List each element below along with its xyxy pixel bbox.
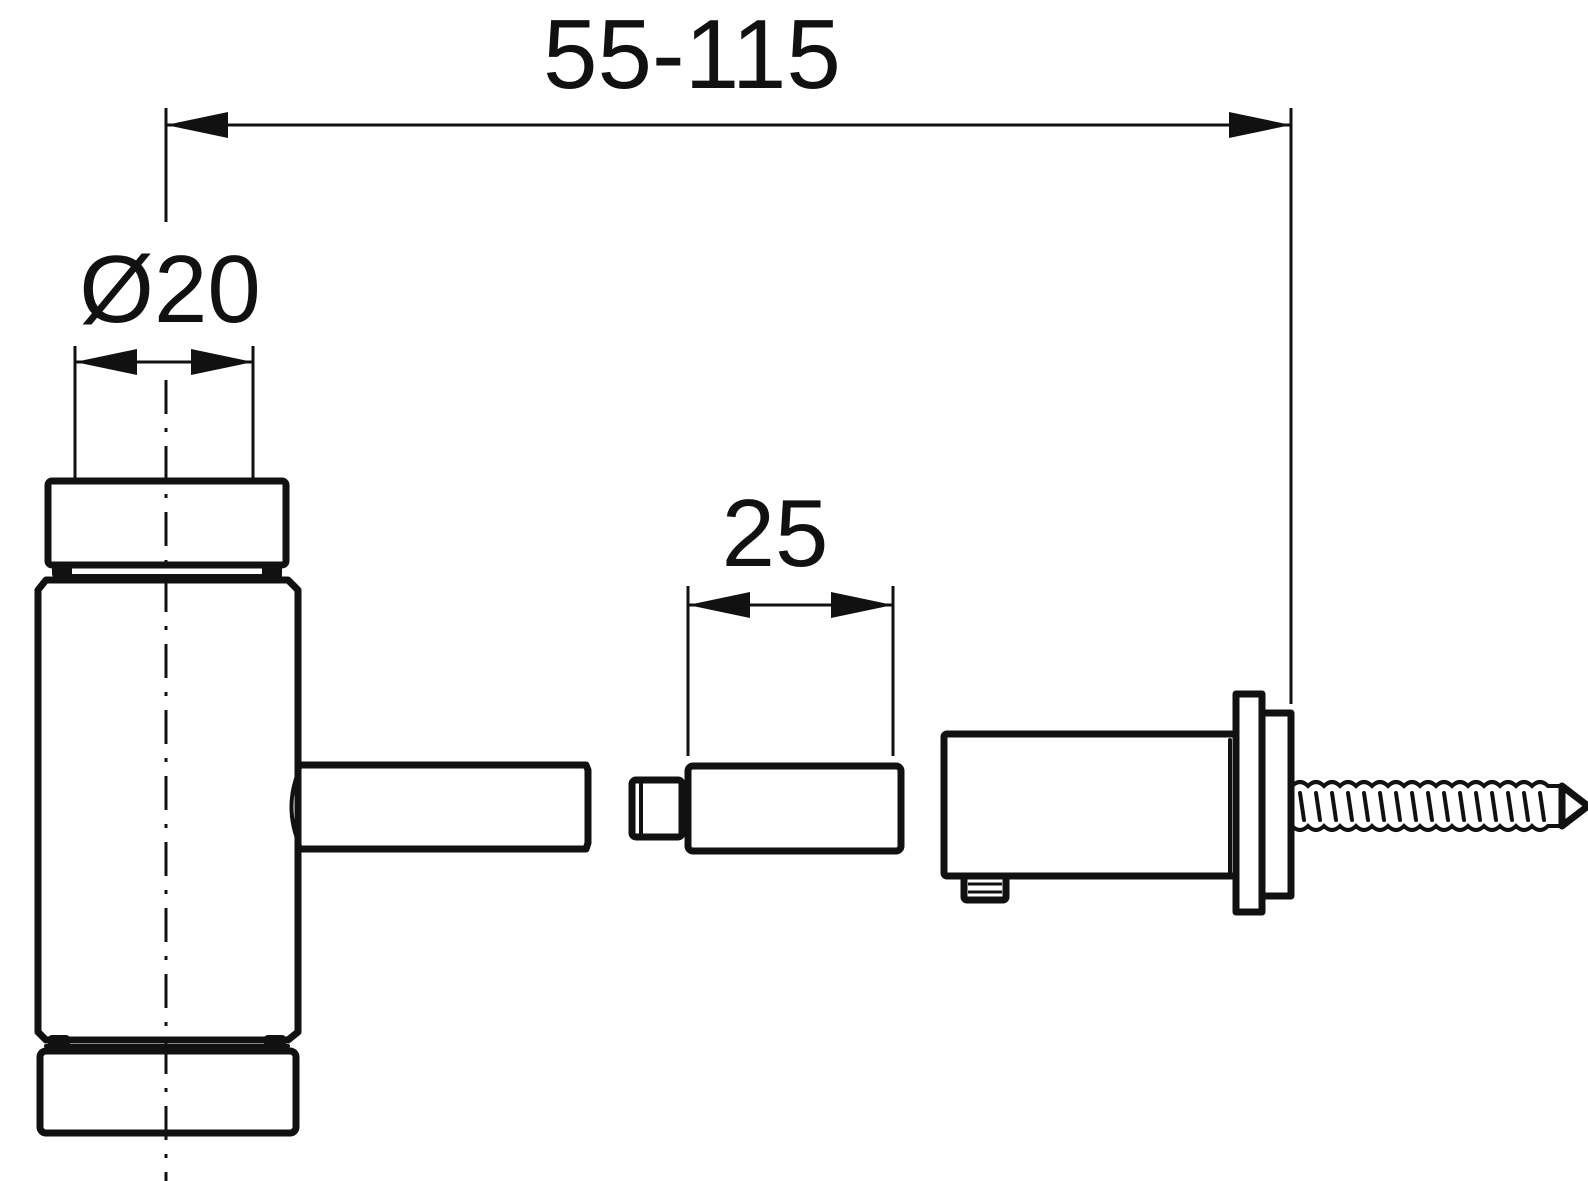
diameter-label: Ø20 — [79, 236, 260, 343]
outlet-pipe — [296, 761, 592, 853]
top-cap — [44, 477, 290, 569]
screw-threads — [1298, 791, 1546, 822]
screw-bottom-edge — [1290, 823, 1566, 832]
arrow-left-dia — [75, 349, 137, 375]
overall-length-label: 55-115 — [543, 0, 841, 109]
bottom-cap — [36, 1047, 300, 1137]
set-screw — [960, 872, 1010, 904]
flange-ring — [1258, 709, 1295, 900]
main-cylinder — [34, 576, 302, 1044]
extension-label: 25 — [722, 480, 829, 587]
top-cap-clip-left — [52, 562, 72, 578]
outlet-pipe-joint — [289, 766, 302, 848]
diameter-dimension: Ø20 — [73, 236, 261, 478]
extension-piece — [628, 762, 905, 855]
arrow-left-ext — [688, 592, 750, 618]
wall-flange — [940, 690, 1588, 916]
overall-length-dimension: 55-115 — [164, 0, 1293, 704]
flange-sleeve — [940, 730, 1240, 880]
wall-screw — [1290, 780, 1588, 832]
bottom-cap-clip-left — [48, 1035, 70, 1051]
screw-tip — [1558, 782, 1588, 830]
screw-top-edge — [1290, 780, 1566, 789]
arrow-right-dia — [191, 349, 253, 375]
arrow-left-overall — [166, 112, 228, 138]
arrow-right-overall — [1229, 112, 1291, 138]
flange-plate — [1232, 690, 1266, 916]
top-cap-clip-right — [262, 562, 282, 578]
extension-dimension: 25 — [686, 480, 895, 756]
extension-sleeve — [684, 762, 905, 855]
arrow-right-ext — [831, 592, 893, 618]
bottom-cap-clip-right — [264, 1035, 286, 1051]
trap-body — [34, 477, 592, 1137]
